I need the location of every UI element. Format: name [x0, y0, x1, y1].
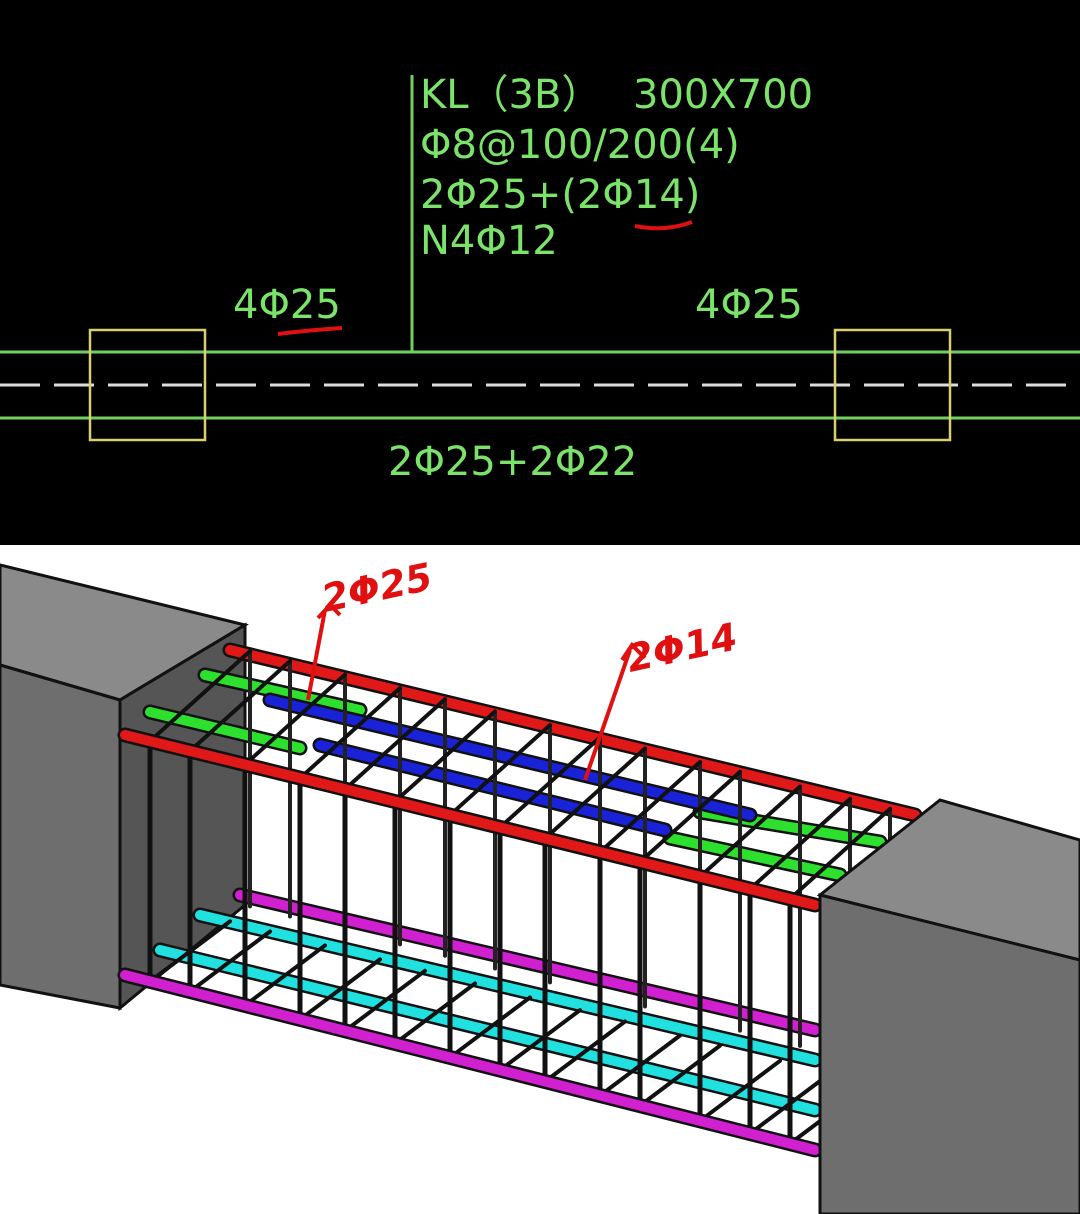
left-support-spec: 4Φ25 [233, 282, 341, 328]
support-bar [200, 670, 365, 715]
left-column [88, 328, 207, 442]
stirrup-top [448, 723, 552, 818]
rebar-3d-model: 2Φ25 2Φ14 [0, 545, 1080, 1214]
stirrup-top [748, 796, 852, 891]
bottom-bar-front [120, 970, 820, 1155]
bottom-bar-back [235, 890, 820, 1035]
erection-bar [265, 695, 755, 820]
stirrup-spec: Φ8@100/200(4) [420, 122, 740, 168]
right-column [833, 328, 952, 442]
bottom-bar-spec: 2Φ25+2Φ22 [388, 439, 637, 485]
top-bar-spec: 2Φ25+(2Φ14) [420, 172, 700, 218]
stirrup-top [543, 746, 647, 841]
stirrup-top [498, 735, 602, 830]
beam-label: KL（3B） [420, 72, 601, 118]
stirrup-bottom [343, 968, 427, 1033]
stirrup-bottom [188, 929, 272, 994]
red-underline [277, 326, 343, 336]
red-underline [634, 220, 693, 231]
stirrup-bottom [498, 1008, 582, 1073]
stirrup-top [298, 686, 402, 781]
annotation-arrow-right [583, 641, 647, 781]
right-column-front [818, 893, 1080, 1214]
stirrup-bottom [298, 957, 382, 1022]
stirrup-bottom [243, 943, 327, 1008]
cad-plan: KL（3B） 300X700 Φ8@100/200(4) 2Φ25+(2Φ14)… [0, 0, 1080, 540]
stirrup-top [598, 760, 702, 855]
stirrup-bottom [638, 1043, 722, 1108]
stirrup-top [393, 709, 497, 804]
stirrup-top [343, 697, 447, 792]
beam-size: 300X700 [633, 72, 813, 118]
stirrup-top [188, 659, 292, 754]
left-column-front [0, 663, 122, 1010]
side-bar-spec: N4Φ12 [420, 218, 558, 264]
annotation-arrow-left [306, 602, 342, 701]
stirrup-bottom [393, 981, 477, 1046]
stirrup-top [638, 769, 742, 864]
stirrup-top [148, 649, 252, 744]
stirrup-bottom [698, 1058, 782, 1123]
stirrup-top [698, 784, 802, 879]
right-support-spec: 4Φ25 [695, 282, 803, 328]
stirrup-top [243, 672, 347, 767]
stirrup-bottom [543, 1019, 627, 1084]
stirrup-bottom [448, 995, 532, 1060]
stirrup-top [788, 806, 892, 901]
top-bar-front [120, 730, 820, 910]
